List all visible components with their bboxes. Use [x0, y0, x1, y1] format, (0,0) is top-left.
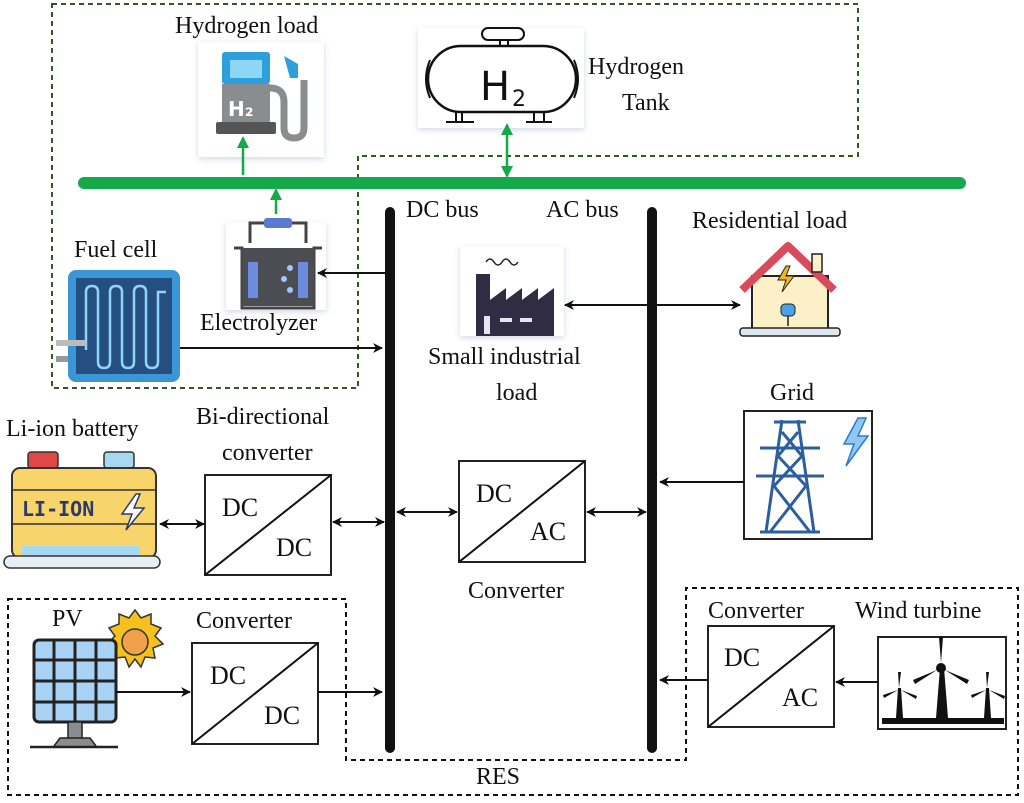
- dc-bus-label: DC bus: [406, 197, 479, 223]
- converter-top-text: DC: [222, 493, 258, 522]
- wind-turbine-label: Wind turbine: [855, 598, 981, 624]
- converter-top-text: DC: [724, 643, 760, 672]
- battery-text: LI-ION: [22, 497, 94, 521]
- fuel-cell-label: Fuel cell: [74, 237, 158, 263]
- converter-top-text: DC: [210, 661, 246, 690]
- factory-icon: [460, 246, 564, 336]
- residential-load-label: Residential load: [692, 208, 847, 234]
- electrolyzer-label: Electrolyzer: [200, 310, 317, 336]
- solar-panel-icon: [30, 608, 165, 749]
- battery-icon: LI-ION: [3, 451, 161, 569]
- fuel-cell-icon: [56, 270, 180, 382]
- grid-label: Grid: [770, 380, 814, 406]
- wind-dc-ac-converter: DC AC: [707, 625, 835, 728]
- bidir-label-line2: converter: [222, 440, 313, 466]
- converter-top-text: DC: [476, 479, 512, 508]
- pump-h2-text: H₂: [228, 97, 254, 121]
- pv-converter-label: Converter: [196, 608, 292, 634]
- wind-converter-label: Converter: [708, 598, 804, 624]
- hydrogen-load-label: Hydrogen load: [175, 13, 318, 39]
- wind-turbine-icon: [877, 636, 1007, 730]
- res-boundary: [7, 587, 1019, 796]
- pv-label: PV: [52, 606, 83, 632]
- ac-bus-label: AC bus: [546, 197, 619, 223]
- pv-dc-dc-converter: DC DC: [191, 642, 319, 745]
- hydrogen-pump-icon: H₂: [198, 42, 324, 157]
- converter-bottom-text: AC: [782, 683, 818, 712]
- battery-label: Li-ion battery: [6, 416, 139, 442]
- electrolyzer-icon: [226, 218, 326, 310]
- res-label: RES: [476, 764, 520, 790]
- center-converter-label: Converter: [468, 578, 564, 604]
- bidir-label-line1: Bi-directional: [196, 404, 330, 430]
- hydrogen-tank-label-line2: Tank: [622, 90, 670, 116]
- center-dc-ac-converter: DC AC: [458, 460, 586, 563]
- industrial-load-label-line2: load: [496, 380, 537, 406]
- converter-bottom-text: DC: [264, 701, 300, 730]
- tank-subscript-text: 2: [512, 87, 526, 112]
- tank-h-text: H: [480, 64, 510, 110]
- converter-bottom-text: DC: [276, 533, 312, 562]
- bidirectional-dc-dc-converter: DC DC: [204, 474, 332, 576]
- grid-tower-icon: [743, 410, 873, 540]
- converter-bottom-text: AC: [530, 517, 566, 546]
- industrial-load-label-line1: Small industrial: [428, 344, 581, 370]
- house-icon: [739, 242, 841, 337]
- hydrogen-subsystem-boundary: [51, 3, 859, 389]
- hydrogen-tank-label-line1: Hydrogen: [588, 54, 684, 80]
- hydrogen-tank-icon: H 2: [418, 27, 584, 128]
